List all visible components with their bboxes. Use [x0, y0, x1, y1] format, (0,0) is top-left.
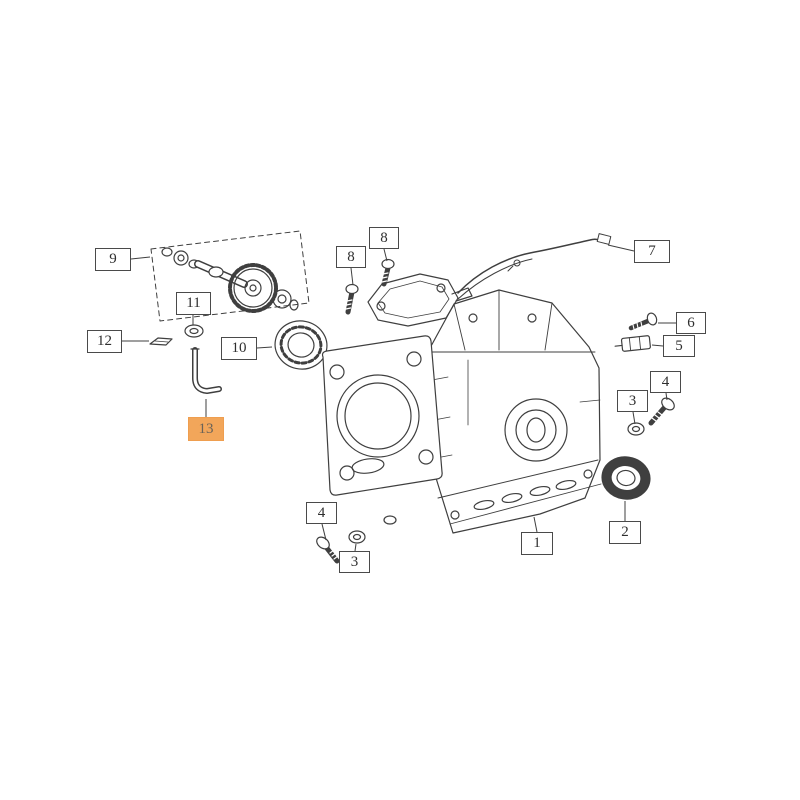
callout-leader-3 — [354, 543, 357, 552]
washer-3-bottom-part[interactable] — [348, 530, 366, 544]
ball-bearing-10-part[interactable] — [271, 316, 332, 374]
bolt-8-right-part[interactable] — [381, 258, 395, 287]
crankcase-1-part[interactable] — [383, 289, 602, 534]
callout-leader-1 — [533, 516, 538, 533]
callout-leader-4 — [665, 392, 668, 401]
callout-leader-9 — [130, 256, 151, 260]
callout-8[interactable]: 8 — [369, 227, 399, 249]
callout-1[interactable]: 1 — [521, 532, 553, 555]
callout-leader-8 — [383, 248, 388, 262]
camshaft-assembly-part[interactable] — [161, 247, 299, 313]
callout-9[interactable]: 9 — [95, 248, 131, 271]
callout-leader-3 — [632, 411, 636, 425]
callout-6[interactable]: 6 — [676, 312, 706, 334]
bolt-4-bottom-part[interactable] — [314, 535, 340, 564]
callout-leader-7 — [607, 244, 635, 252]
washer-3-right-part[interactable] — [627, 422, 645, 436]
callout-4[interactable]: 4 — [650, 371, 681, 393]
clip-12-part[interactable] — [149, 337, 173, 346]
leader-lines — [122, 244, 676, 552]
callout-3[interactable]: 3 — [617, 390, 648, 412]
callout-10[interactable]: 10 — [221, 337, 257, 360]
callout-5[interactable]: 5 — [663, 335, 695, 357]
oil-seal-2-part[interactable] — [599, 454, 652, 502]
callout-leader-4 — [321, 523, 327, 541]
bracket-5-part[interactable] — [614, 335, 651, 353]
callout-7[interactable]: 7 — [634, 240, 670, 263]
group-9-dashed-box — [150, 230, 310, 322]
callout-13-highlighted[interactable]: 13 — [188, 417, 224, 441]
callout-4[interactable]: 4 — [306, 502, 337, 524]
callout-11[interactable]: 11 — [176, 292, 211, 315]
cylinder-flange-part[interactable] — [321, 335, 443, 496]
bolt-4-right-part[interactable] — [648, 396, 677, 426]
washer-11-part[interactable] — [184, 324, 204, 338]
callout-leader-8 — [350, 267, 354, 286]
callout-8[interactable]: 8 — [336, 246, 366, 268]
callout-3[interactable]: 3 — [339, 551, 370, 573]
callout-leader-10 — [256, 346, 273, 349]
callout-2[interactable]: 2 — [609, 521, 641, 544]
callout-leader-5 — [651, 344, 664, 347]
callout-12[interactable]: 12 — [87, 330, 122, 353]
oil-pipe-13-part[interactable] — [190, 347, 222, 394]
bolt-8-left-part[interactable] — [345, 283, 359, 315]
breather-tube-7-part[interactable] — [457, 233, 612, 300]
bolt-6-part[interactable] — [628, 312, 658, 331]
